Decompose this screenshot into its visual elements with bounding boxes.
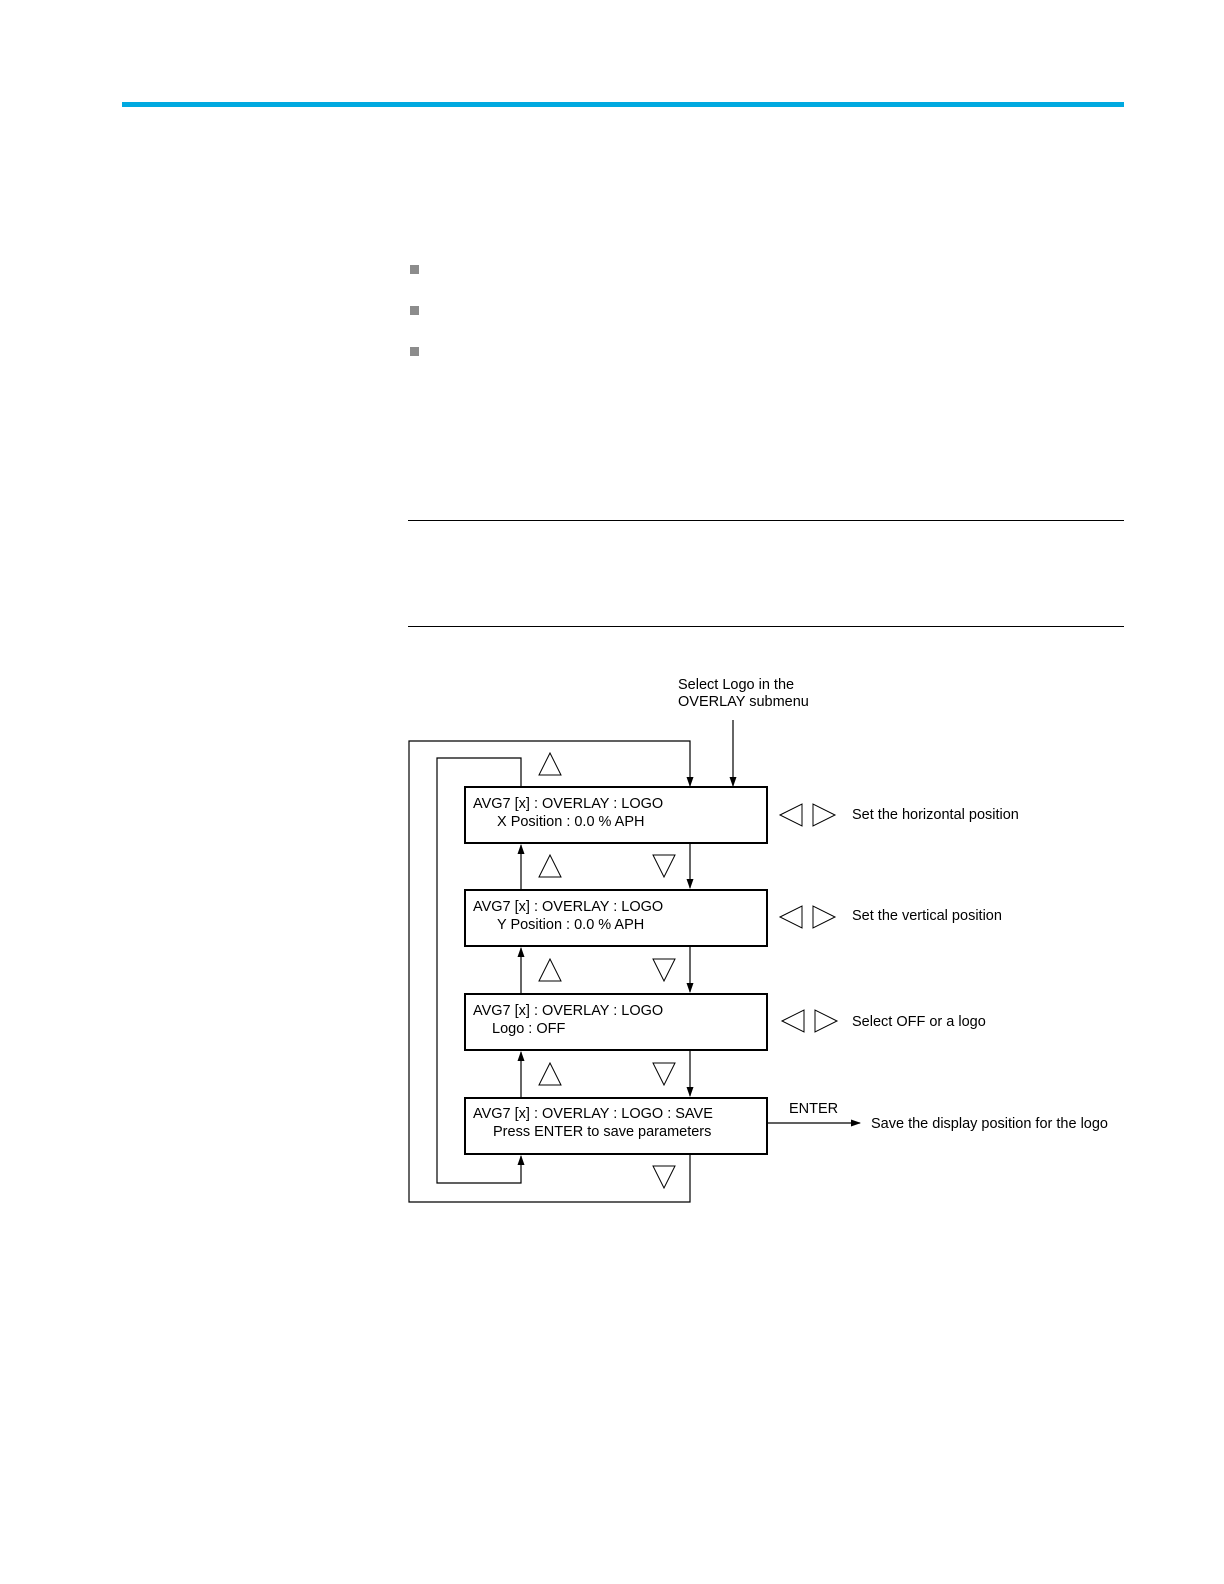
note-bottom-rule	[408, 626, 1124, 627]
list-bullet-2	[410, 306, 419, 315]
left-button-icon	[778, 905, 803, 929]
up-button-icon	[538, 853, 562, 878]
right-button-icon	[812, 905, 837, 929]
right-button-icon	[812, 803, 837, 827]
screen-4-line-1: AVG7 [x] : OVERLAY : LOGO : SAVE	[473, 1106, 713, 1122]
down-button-icon	[652, 854, 676, 879]
action-label-2: Set the vertical position	[852, 908, 1002, 924]
loop-up-wrap	[436, 757, 525, 1184]
menu-screen-x-position	[464, 786, 768, 844]
list-bullet-3	[410, 347, 419, 356]
list-bullet-1	[410, 265, 419, 274]
entry-label-line-2: OVERLAY submenu	[678, 694, 809, 710]
loop-down-wrap	[408, 740, 694, 1203]
up-button-icon	[538, 1061, 562, 1086]
menu-screen-save	[464, 1097, 768, 1155]
right-button-icon	[814, 1009, 839, 1033]
down-button-icon	[652, 1062, 676, 1087]
screen-1-line-1: AVG7 [x] : OVERLAY : LOGO	[473, 796, 663, 812]
action-label-3: Select OFF or a logo	[852, 1014, 986, 1030]
screen-1-line-2: X Position : 0.0 % APH	[497, 814, 645, 830]
left-button-icon	[778, 803, 803, 827]
down-button-icon	[652, 1165, 676, 1190]
screen-2-line-1: AVG7 [x] : OVERLAY : LOGO	[473, 899, 663, 915]
down-button-icon	[652, 958, 676, 983]
screen-4-line-2: Press ENTER to save parameters	[493, 1124, 711, 1140]
up-button-icon	[538, 751, 562, 776]
enter-label: ENTER	[789, 1101, 838, 1117]
up-button-icon	[538, 957, 562, 982]
action-label-1: Set the horizontal position	[852, 807, 1019, 823]
entry-label-line-1: Select Logo in the	[678, 677, 794, 693]
screen-3-line-1: AVG7 [x] : OVERLAY : LOGO	[473, 1003, 663, 1019]
menu-screen-logo	[464, 993, 768, 1051]
left-button-icon	[780, 1009, 805, 1033]
screen-3-line-2: Logo : OFF	[492, 1021, 565, 1037]
screen-2-line-2: Y Position : 0.0 % APH	[497, 917, 644, 933]
note-top-rule	[408, 520, 1124, 521]
menu-screen-y-position	[464, 889, 768, 947]
header-rule	[122, 102, 1124, 107]
enter-action-label: Save the display position for the logo	[871, 1116, 1108, 1132]
